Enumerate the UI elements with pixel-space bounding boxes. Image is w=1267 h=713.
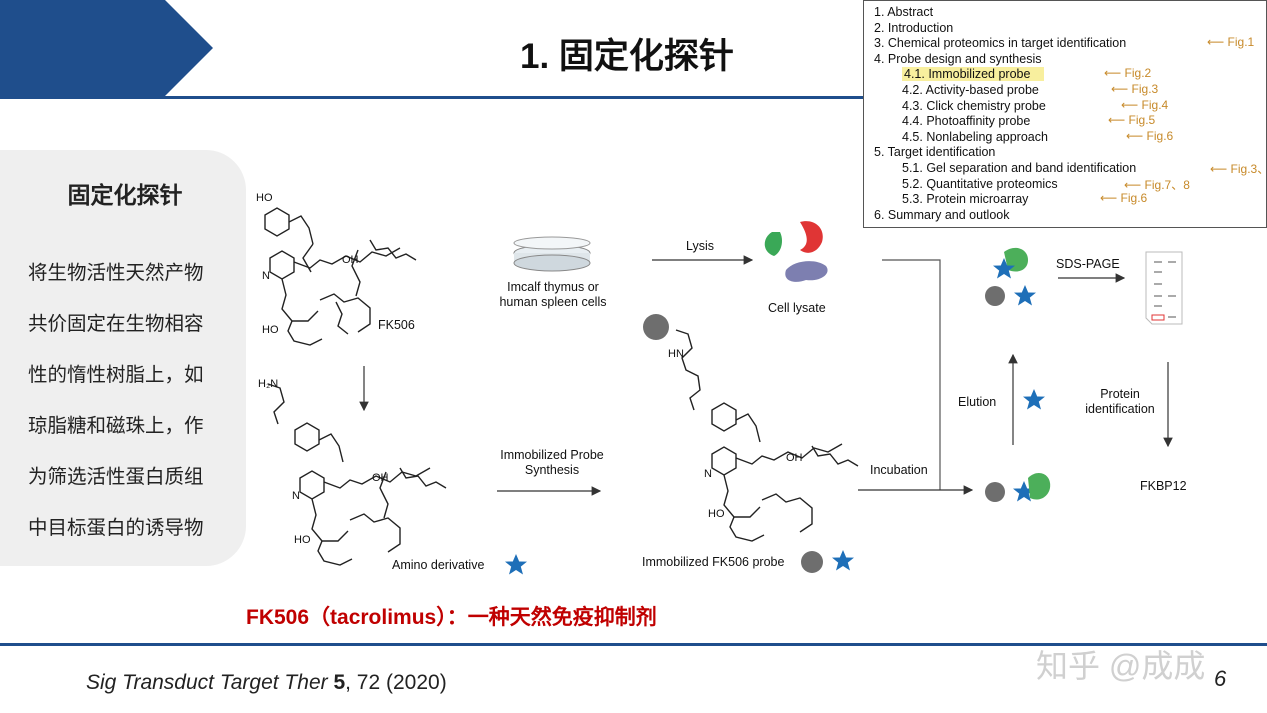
outline-item: 2. Introduction (874, 21, 953, 36)
watermark: 知乎 @成成 (1036, 648, 1206, 684)
probe-star (832, 550, 854, 571)
cell-lysate-label: Cell lysate (768, 301, 826, 315)
probe-bead (801, 551, 823, 573)
outline-item-text: 6. Summary and outlook (874, 207, 1010, 222)
outline-item: 4.1. Immobilized probe (902, 67, 1045, 82)
outline-fig-ref: ⟵ Fig.2 (1104, 66, 1152, 81)
atom-label: HO (708, 508, 725, 520)
outline-fig-ref: ⟵ Fig.5 (1108, 113, 1156, 128)
panel-text-line: 琼脂糖和磁珠上，作 (28, 415, 204, 437)
bound-complex (985, 473, 1051, 502)
sds-page-label: SDS-PAGE (1056, 257, 1120, 271)
amino-star (505, 554, 527, 575)
outline-item-text: 4.1. Immobilized probe (902, 67, 1045, 82)
outline-item: 4.4. Photoaffinity probe (902, 114, 1030, 129)
outline-item-text: 2. Introduction (874, 20, 954, 35)
panel-text-line: 共价固定在生物相容 (28, 313, 204, 335)
outline-item-text: 5. Target identification (874, 145, 996, 160)
eluted-complex (985, 247, 1036, 306)
outline-item: 6. Summary and outlook (874, 208, 1010, 223)
outline-fig-ref: ⟵ Fig.6 (1100, 191, 1148, 206)
atom-label: OH (786, 452, 803, 464)
outline-item: 5.3. Protein microarray (902, 192, 1028, 207)
outline-item-text: 3. Chemical proteomics in target identif… (874, 36, 1127, 51)
outline-item: 3. Chemical proteomics in target identif… (874, 36, 1126, 51)
outline-item: 1. Abstract (874, 5, 933, 20)
slide-title: 1. 固定化探针 (520, 37, 734, 76)
outline-fig-ref: ⟵ Fig.3、6 (1210, 162, 1267, 176)
outline-fig-ref: ⟵ Fig.6 (1126, 128, 1174, 143)
outline-item-text: 1. Abstract (874, 5, 934, 19)
atom-label: N (704, 468, 712, 480)
fk506-label: FK506 (378, 318, 415, 332)
amino-derivative-label: Amino derivative (392, 558, 485, 572)
citation-rest: , 72 (2020) (345, 671, 447, 694)
summary-panel (0, 150, 246, 566)
outline-item: 5. Target identification (874, 145, 995, 160)
panel-text-line: 为筛选活性蛋白质组 (28, 466, 204, 488)
footer-divider (0, 643, 1267, 646)
atom-label: HO (256, 192, 273, 204)
outline-item-text: 4.3. Click chemistry probe (902, 98, 1046, 113)
amino-derivative-structure (267, 383, 447, 566)
outline-fig-ref: ⟵ Fig.7、8 (1124, 177, 1190, 192)
outline-item-text: 4.5. Nonlabeling approach (902, 129, 1048, 144)
sds-gel (1145, 251, 1183, 325)
outline-fig-ref: ⟵ Fig.3 (1111, 82, 1159, 96)
petri-dish (513, 236, 591, 272)
incubation-label: Incubation (870, 463, 928, 477)
outline-item: 4.2. Activity-based probe (902, 83, 1039, 98)
fkbp12-label: FKBP12 (1140, 479, 1187, 493)
outline-item-text: 5.1. Gel separation and band identificat… (902, 161, 1137, 175)
synthesis-label: Immobilized Probe Synthesis (500, 448, 604, 477)
panel-text-line: 中目标蛋白的诱导物 (28, 517, 204, 539)
elution-label: Elution (958, 395, 997, 409)
outline-item: 5.1. Gel separation and band identificat… (902, 161, 1136, 176)
page-number: 6 (1214, 666, 1227, 691)
outline-fig-ref: ⟵ Fig.1 (1207, 35, 1255, 50)
immobilized-probe-structure (675, 329, 859, 542)
fk506-structure (264, 207, 417, 346)
header-chevron-shape (0, 0, 213, 96)
outline-item: 5.2. Quantitative proteomics (902, 177, 1058, 192)
outline-item: 4.3. Click chemistry probe (902, 99, 1046, 114)
citation-volume: 5 (333, 671, 346, 694)
citation: Sig Transduct Target Ther 5, 72 (2020) (86, 671, 447, 695)
outline-item-text: 4.2. Activity-based probe (902, 83, 1039, 97)
header-divider (0, 96, 866, 99)
atom-label: HO (294, 534, 311, 546)
immobilized-probe-label: Immobilized FK506 probe (642, 555, 785, 569)
outline-item: 4. Probe design and synthesis (874, 52, 1041, 67)
atom-label: N (292, 490, 300, 502)
panel-text-line: 将生物活性天然产物 (28, 262, 204, 284)
atom-label: OH (342, 254, 359, 266)
atom-label: HN (668, 348, 684, 360)
outline-item-text: 5.3. Protein microarray (902, 192, 1029, 207)
elution-star (1023, 389, 1045, 410)
atom-label: OH (372, 472, 389, 484)
outline-item: 4.5. Nonlabeling approach (902, 130, 1048, 145)
panel-text-line: 性的惰性树脂上，如 (28, 364, 204, 386)
outline-fig-ref: ⟵ Fig.4 (1121, 97, 1169, 112)
outline-item-text: 4. Probe design and synthesis (874, 51, 1042, 66)
atom-label: N (262, 270, 270, 282)
probe-bead-top (643, 314, 669, 340)
citation-journal: Sig Transduct Target Ther (86, 671, 334, 694)
panel-heading: 固定化探针 (67, 182, 183, 208)
outline-item-text: 4.4. Photoaffinity probe (902, 114, 1031, 129)
atom-label: HO (262, 324, 279, 336)
atom-label: H₂N (258, 378, 279, 390)
outline-item-text: 5.2. Quantitative proteomics (902, 176, 1058, 191)
lysis-label: Lysis (686, 239, 715, 253)
cells-label: Imcalf thymus or human spleen cells (499, 280, 607, 309)
cell-lysate-proteins (764, 221, 828, 282)
protein-identification-label: Protein identification (1085, 387, 1155, 416)
red-caption: FK506（tacrolimus）：一种天然免疫抑制剂 (246, 606, 657, 629)
